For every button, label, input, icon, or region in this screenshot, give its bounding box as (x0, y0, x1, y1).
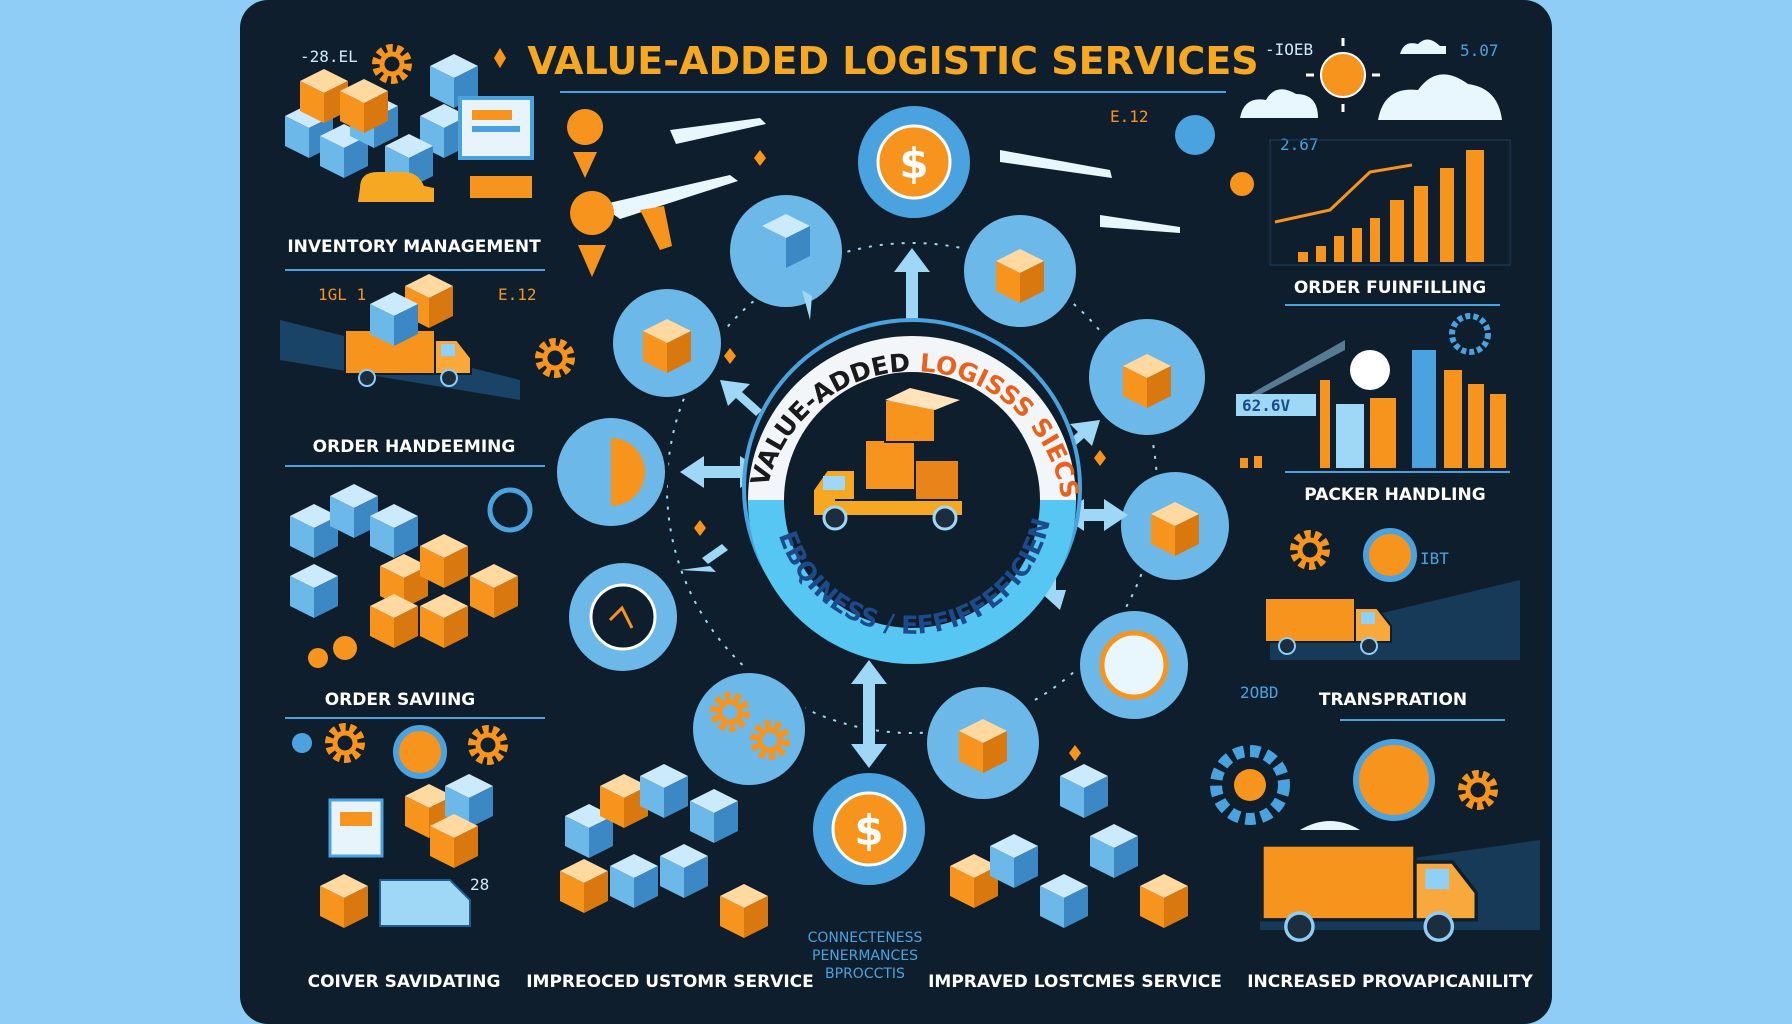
cloud-icon (1400, 39, 1446, 54)
truck-icon (812, 388, 964, 531)
order-saving-illustration (290, 484, 533, 668)
order-handling-illustration (280, 274, 571, 400)
gears-icon (689, 669, 809, 789)
section-label: ORDER HANDEEMING (313, 437, 516, 457)
decor-number: 5.07 (1460, 41, 1499, 60)
box-icon (726, 191, 846, 311)
van-icon (379, 879, 471, 927)
pie-chart-icon (553, 414, 669, 530)
clock-icon (565, 559, 681, 675)
dollar-icon: $ (809, 769, 929, 889)
decor-number: -28.EL (300, 47, 358, 66)
weather-illustration (1240, 38, 1502, 120)
timer-icon (1076, 607, 1192, 723)
decor-number: E.12 (498, 285, 537, 304)
refresh-icon (487, 487, 533, 533)
sun-icon (1320, 52, 1366, 98)
airplane-icon (600, 118, 1180, 250)
decor-number: E.12 (1110, 107, 1149, 126)
dollar-icon: $ (854, 102, 974, 222)
section-label: TRANSPRATION (1319, 690, 1467, 710)
cloud-icon (1378, 74, 1502, 120)
profitability-illustration (1210, 739, 1540, 942)
cover-illustration (292, 727, 504, 928)
decor-number: 2OBD (1240, 683, 1279, 702)
decor-number: 62.6V (1242, 396, 1291, 415)
box-icon (960, 211, 1080, 331)
svg-text:CONNECTENESS: CONNECTENESS (808, 930, 923, 946)
packer-chart-icon (1236, 313, 1506, 468)
section-label: COIVER SAVIDATING (308, 972, 501, 992)
sparkle-icon (494, 48, 1106, 761)
gear-icon (1210, 745, 1290, 825)
section-label: PACKER HANDLING (1304, 485, 1485, 505)
svg-text:PENERMANCES: PENERMANCES (812, 948, 918, 964)
transport-illustration (1264, 528, 1520, 660)
cloud-icon (1300, 821, 1360, 830)
decor-number: IBT (1420, 549, 1449, 568)
section-label: INVENTORY MANAGEMENT (287, 237, 541, 257)
inventory-illustration (285, 48, 534, 202)
arrow-icon (680, 248, 1128, 768)
location-pin-icon (567, 109, 1254, 277)
section-label: INCREASED PROVAPICANILITY (1247, 972, 1533, 992)
gauge-icon (1353, 739, 1435, 821)
section-label: IMPREOCED USTOMR SERVICE (526, 972, 814, 992)
svg-text:BPROCCTIS: BPROCCTIS (825, 966, 905, 982)
decor-number: 28 (470, 875, 489, 894)
page-title: VALUE-ADDED LOGISTIC SERVICES (527, 39, 1258, 83)
box-icon (1117, 468, 1233, 584)
section-label: ORDER SAVIING (325, 690, 476, 710)
section-label: ORDER FUINFILLING (1294, 278, 1486, 298)
document-icon (328, 798, 384, 858)
center-note: CONNECTENESS PENERMANCES BPROCCTIS (808, 930, 923, 982)
decor-number: 2.67 (1280, 135, 1319, 154)
svg-text:$: $ (854, 806, 883, 855)
car-icon (358, 172, 434, 202)
decor-number: 1GL 1 (318, 285, 366, 304)
bar-chart-icon (1269, 139, 1511, 266)
box-icon (1085, 315, 1209, 439)
box-icon (923, 683, 1043, 803)
svg-text:$: $ (899, 139, 928, 188)
box-icon (609, 285, 725, 401)
section-label: IMPRAVED LOSTCMES SERVICE (928, 972, 1222, 992)
satellite-circles: $ $ (553, 102, 1233, 889)
decor-number: -IOEB (1265, 40, 1313, 59)
value-banner (1236, 394, 1316, 416)
cloud-icon (1240, 89, 1318, 118)
money-bag-icon (1350, 350, 1390, 390)
